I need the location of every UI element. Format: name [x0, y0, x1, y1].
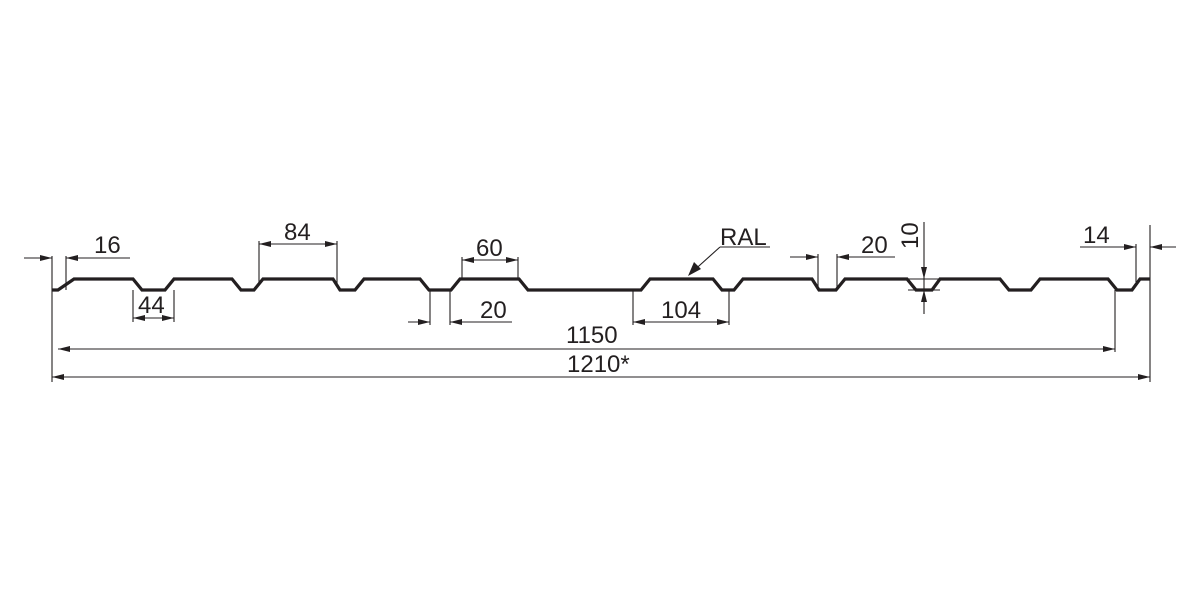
dimension-10: 10	[897, 222, 940, 314]
dimension-1150-label: 1150	[566, 322, 618, 349]
sheet-profile	[52, 277, 1150, 292]
dimension-10-label: 10	[897, 222, 924, 249]
dimension-14: 14	[1080, 222, 1176, 282]
dimension-20-valley: 20	[408, 290, 512, 325]
dimension-20-valley-label: 20	[480, 297, 507, 324]
dimension-1210-label: 1210*	[567, 351, 630, 378]
dimension-60: 60	[461, 235, 519, 280]
dimension-60-label: 60	[476, 235, 503, 262]
dimension-14-label: 14	[1083, 222, 1110, 249]
dimension-104-label: 104	[661, 297, 701, 324]
dimension-1150: 1150	[58, 290, 1116, 352]
dimension-16: 16	[24, 232, 130, 290]
dimension-84: 84	[258, 219, 338, 284]
dimension-104: 104	[632, 290, 730, 325]
dimension-1210: 1210*	[52, 351, 1150, 380]
dimension-20-overlap-label: 20	[861, 232, 888, 259]
dimension-44: 44	[132, 290, 175, 322]
dimension-44-label: 44	[138, 292, 165, 319]
dimension-84-label: 84	[284, 219, 311, 246]
dimension-20-overlap: 20	[790, 232, 895, 290]
ral-label: RAL	[720, 224, 767, 251]
ral-leader: RAL	[688, 224, 770, 276]
dimension-16-label: 16	[94, 232, 121, 259]
